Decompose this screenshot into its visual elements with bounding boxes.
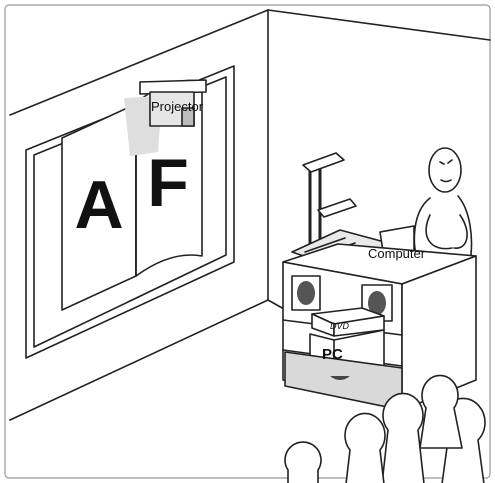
projector-label: Projector: [151, 99, 204, 114]
pc-label: PC: [322, 346, 343, 363]
computer-label: Computer: [368, 246, 426, 261]
dvd-label: DVD: [330, 321, 350, 331]
screen-letter-f: F: [147, 145, 189, 221]
teacher: [414, 148, 471, 262]
screen-letter-a: A: [74, 167, 123, 243]
